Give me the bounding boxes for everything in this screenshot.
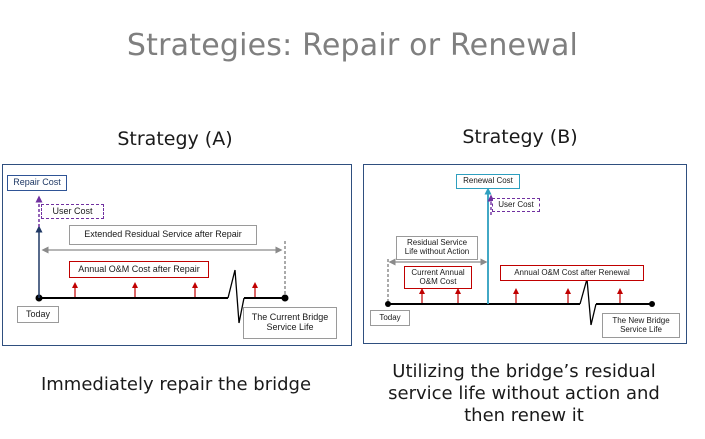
user-cost-box-a: User Cost — [41, 204, 104, 219]
timeline-break-b — [579, 278, 597, 326]
caption-line: service life without action and — [388, 383, 660, 404]
caption-line: then renew it — [464, 405, 584, 426]
current-bridge-service-life-box: The Current Bridge Service Life — [243, 307, 337, 339]
annual-om-box-a: Annual O&M Cost after Repair — [69, 261, 209, 278]
residual-service-box: Residual Service Life without Action — [396, 236, 478, 260]
strategy-b-caption: Utilizing the bridge’s residual service … — [363, 361, 685, 427]
caption-line: Utilizing the bridge’s residual — [392, 361, 656, 382]
timeline-break-a — [227, 269, 245, 324]
end-dot-b — [649, 301, 655, 307]
today-box-b: Today — [370, 310, 410, 326]
repair-cost-box: Repair Cost — [7, 175, 67, 191]
current-annual-om-box: Current Annual O&M Cost — [404, 266, 472, 289]
strategy-a-panel: Repair Cost User Cost Extended Residual … — [2, 164, 352, 346]
strategy-b-timeline — [385, 187, 655, 326]
strategy-b-heading: Strategy (B) — [462, 126, 578, 148]
renewal-cost-box: Renewal Cost — [456, 174, 520, 189]
user-cost-box-b: User Cost — [492, 198, 540, 212]
strategy-a-timeline — [35, 195, 289, 324]
strategy-a-heading: Strategy (A) — [117, 128, 233, 150]
strategy-a-caption: Immediately repair the bridge — [40, 374, 312, 395]
new-bridge-service-life-box: The New Bridge Service Life — [602, 313, 680, 338]
extended-service-box: Extended Residual Service after Repair — [69, 225, 257, 245]
annual-om-renewal-box: Annual O&M Cost after Renewal — [500, 265, 644, 281]
strategy-b-panel: Renewal Cost User Cost Residual Service … — [363, 164, 687, 344]
slide-title: Strategies: Repair or Renewal — [126, 28, 579, 63]
end-dot-a — [281, 294, 289, 302]
today-dot-b — [385, 301, 391, 307]
today-box-a: Today — [17, 306, 59, 323]
